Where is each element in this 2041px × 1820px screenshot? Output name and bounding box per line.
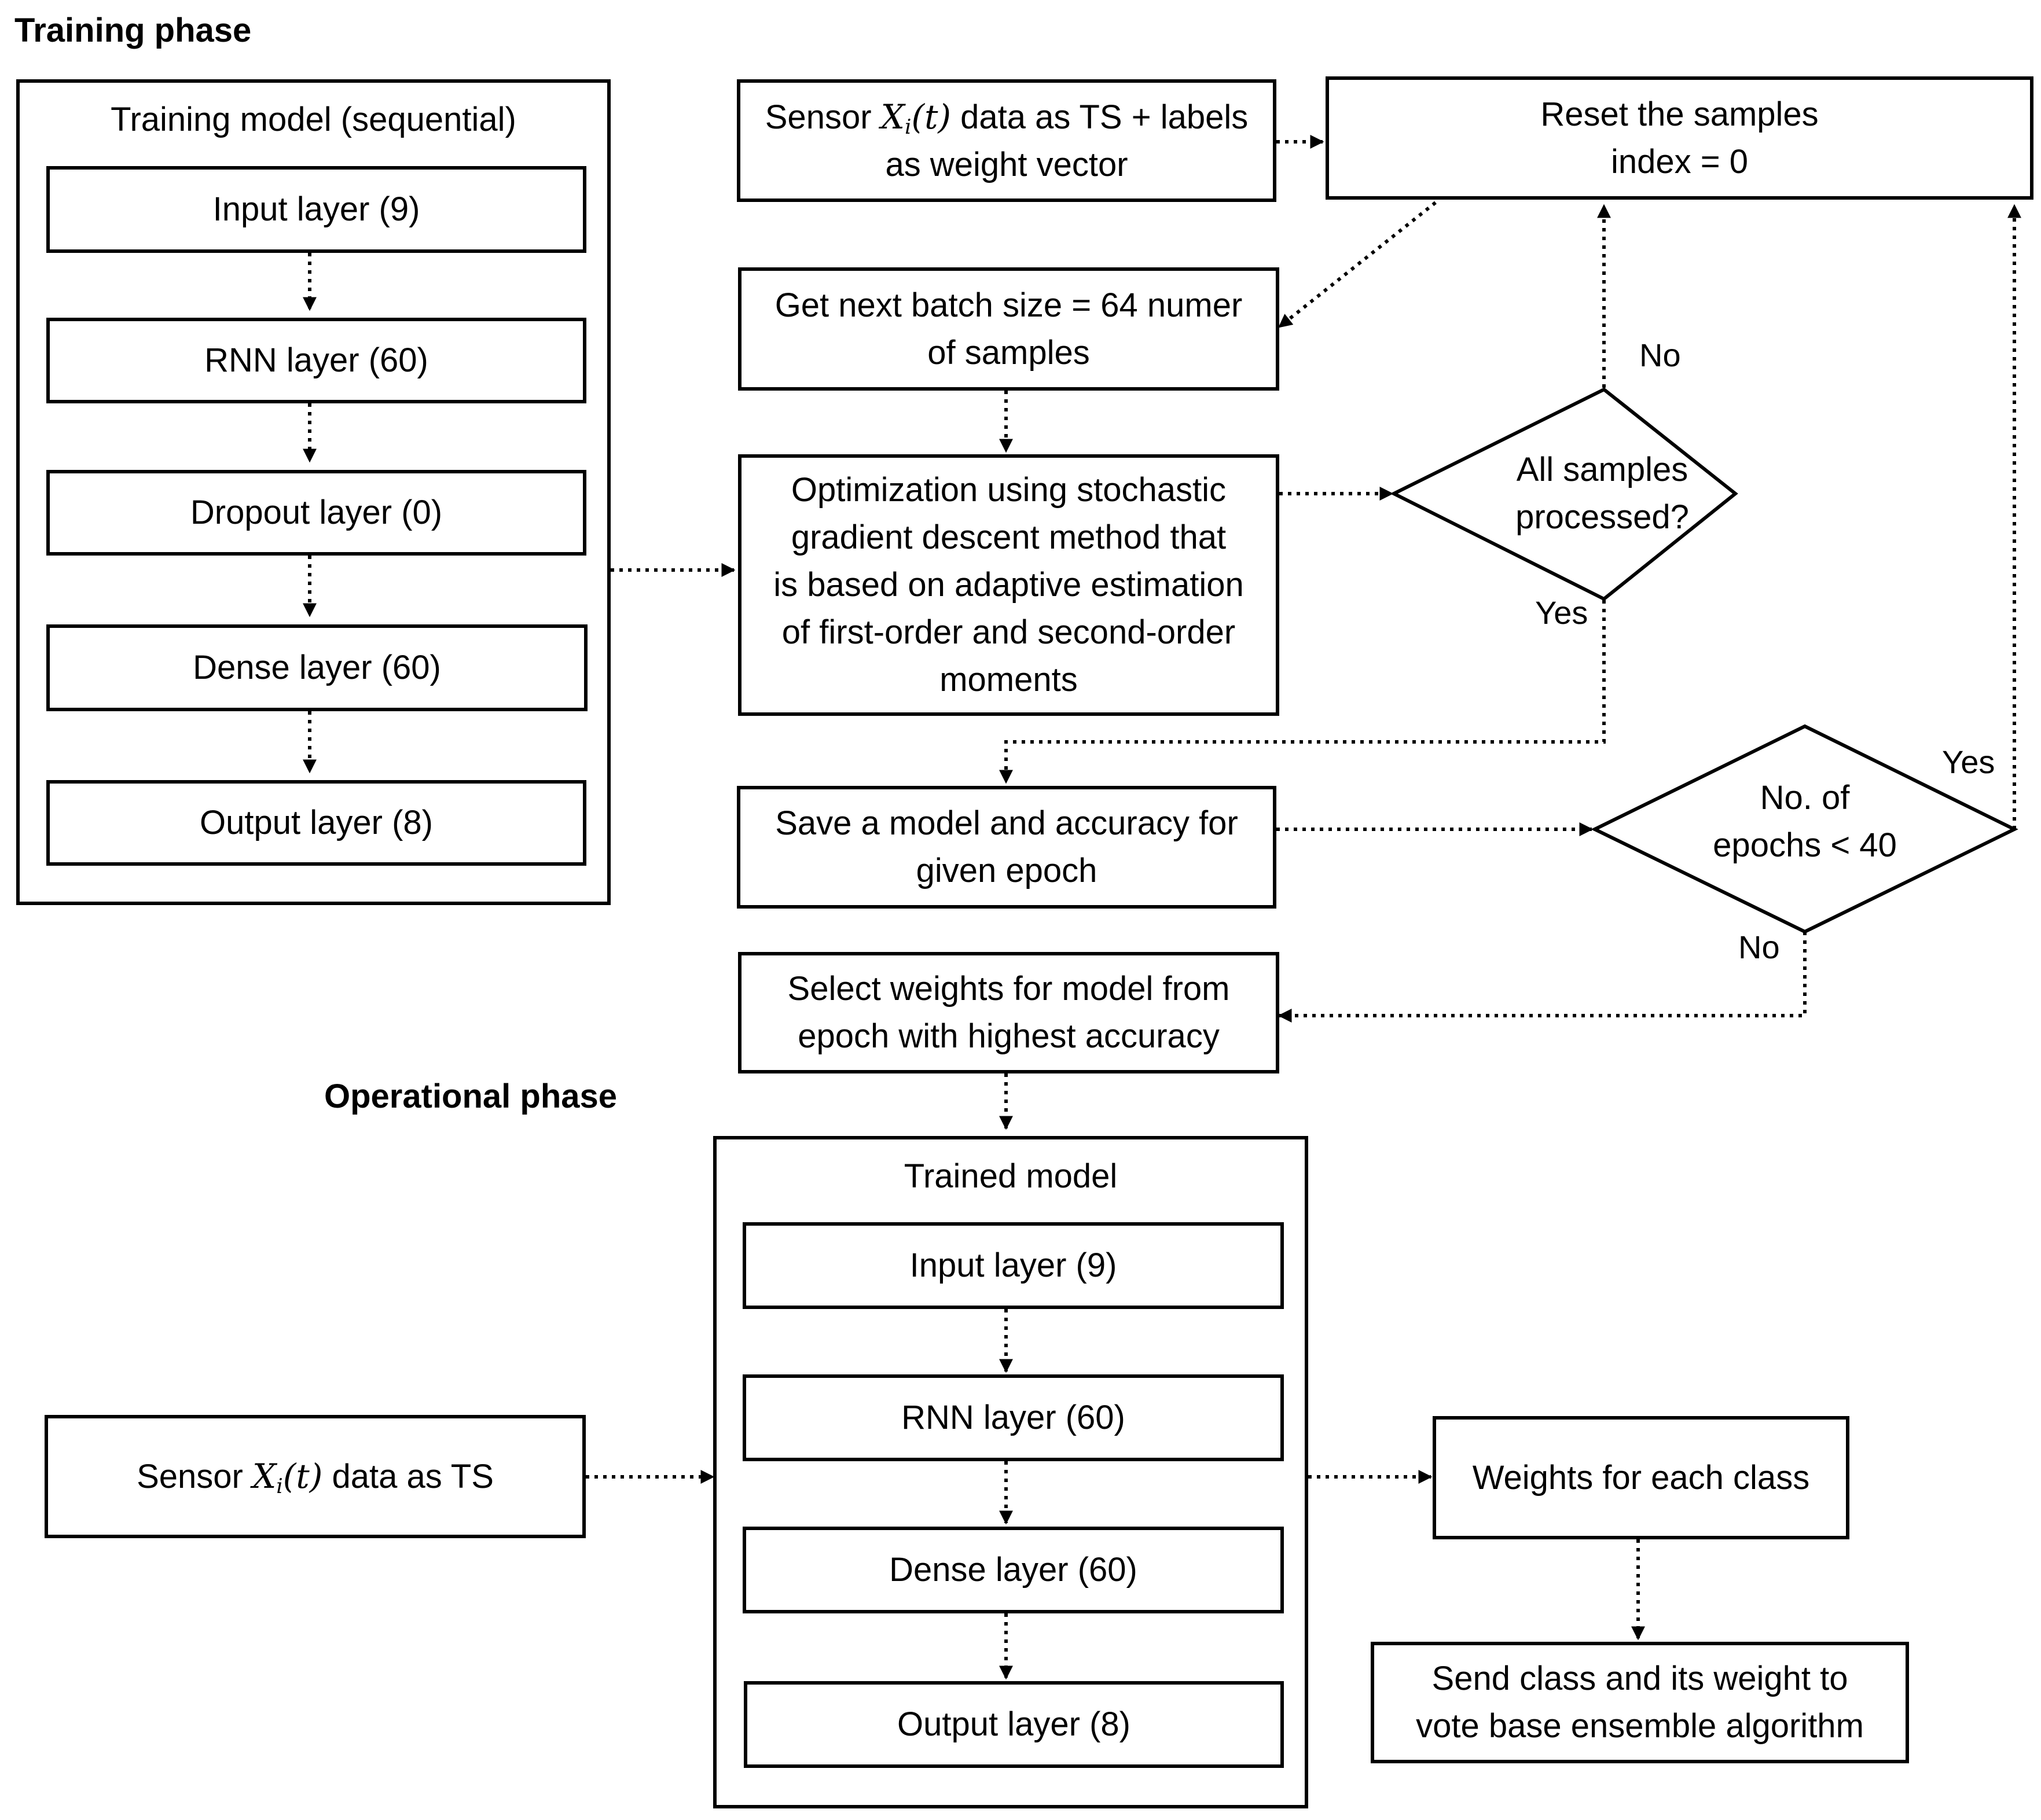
heading-operational-phase: Operational phase bbox=[324, 1078, 618, 1115]
optimization-box: Optimization using stochastic gradient d… bbox=[738, 454, 1279, 716]
sensor-data-labels-box: Sensor Xi(t) data as TS + labels as weig… bbox=[737, 79, 1276, 202]
sensor-ts-box: Sensor Xi(t) data as TS bbox=[45, 1415, 586, 1538]
label-samples-no: No bbox=[1639, 337, 1681, 373]
trained-model-title: Trained model bbox=[904, 1157, 1118, 1195]
trained-dense-layer: Dense layer (60) bbox=[743, 1527, 1284, 1613]
decision-all-samples-processed bbox=[1390, 387, 1738, 601]
training-dense-layer: Dense layer (60) bbox=[46, 624, 588, 711]
trained-model-frame bbox=[713, 1136, 1308, 1808]
label-epochs-no: No bbox=[1738, 929, 1780, 965]
decision-epochs-less-than-40 bbox=[1591, 724, 2018, 934]
training-rnn-layer: RNN layer (60) bbox=[46, 318, 586, 403]
label-epochs-yes: Yes bbox=[1942, 744, 1995, 780]
arrow-samples-yes-to-save bbox=[999, 600, 1606, 784]
label-samples-yes: Yes bbox=[1535, 594, 1588, 631]
weights-class-box: Weights for each class bbox=[1433, 1416, 1849, 1539]
training-input-layer: Input layer (9) bbox=[46, 166, 586, 253]
training-dropout-layer: Dropout layer (0) bbox=[46, 470, 586, 556]
arrow-reset-to-next-batch bbox=[1278, 201, 1437, 329]
trained-rnn-layer: RNN layer (60) bbox=[743, 1374, 1284, 1461]
arrow-epochs-no-to-select bbox=[1278, 932, 1807, 1023]
training-model-frame bbox=[16, 79, 611, 905]
training-output-layer: Output layer (8) bbox=[46, 780, 586, 866]
training-model-title: Training model (sequential) bbox=[111, 101, 516, 138]
decision-epochs-text: No. of epochs < 40 bbox=[1713, 779, 1897, 864]
trained-output-layer: Output layer (8) bbox=[744, 1681, 1284, 1768]
decision-samples-text: All samples processed? bbox=[1515, 451, 1689, 536]
trained-input-layer: Input layer (9) bbox=[743, 1222, 1284, 1309]
heading-training-phase: Training phase bbox=[14, 12, 252, 49]
